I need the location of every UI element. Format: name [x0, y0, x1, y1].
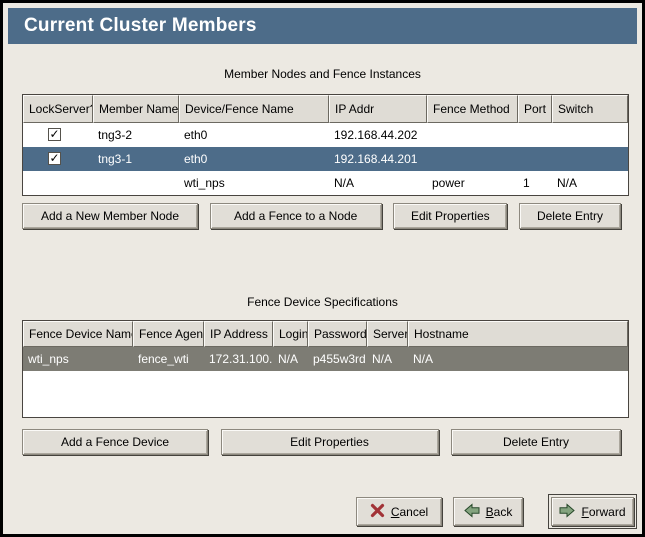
forward-button-label: Forward	[581, 504, 626, 519]
fence-hostname-cell: N/A	[413, 352, 434, 366]
fence-device-name-cell: wti_nps	[28, 352, 69, 366]
back-button-label: Back	[485, 504, 513, 519]
column-header-fence-method[interactable]: Fence Method	[427, 95, 518, 123]
member-nodes-table: LockServer? Member Name Device/Fence Nam…	[22, 94, 629, 196]
fence-password-cell: p455w3rd	[313, 352, 366, 366]
fence-ip-address-cell: 172.31.100.1	[209, 352, 273, 366]
column-header-lockserver[interactable]: LockServer?	[23, 95, 93, 123]
lockserver-cell	[23, 171, 93, 195]
column-header-fence-device-name[interactable]: Fence Device Name	[23, 321, 133, 347]
member-edit-properties-button[interactable]: Edit Properties	[393, 203, 508, 229]
forward-default-ring: Forward	[548, 494, 637, 529]
member-name-cell: tng3-2	[98, 128, 133, 142]
page-title: Current Cluster Members	[8, 8, 637, 44]
fence-table-caption: Fence Device Specifications	[247, 295, 398, 309]
member-table-header-row: LockServer? Member Name Device/Fence Nam…	[23, 95, 628, 123]
fence-table-empty-area	[23, 371, 628, 417]
column-header-login[interactable]: Login	[273, 321, 308, 347]
member-table-row-tng3-1-selected[interactable]: ✓ tng3-1 eth0 192.168.44.201	[23, 147, 628, 171]
column-header-password[interactable]: Password	[308, 321, 367, 347]
device-fence-name-cell: eth0	[184, 128, 208, 142]
column-header-member-name[interactable]: Member Name	[93, 95, 179, 123]
back-arrow-icon	[463, 502, 480, 521]
add-fence-to-node-button[interactable]: Add a Fence to a Node	[209, 203, 382, 229]
switch-cell	[552, 123, 628, 147]
fence-agent-cell: fence_wti	[138, 352, 189, 366]
device-fence-name-cell: wti_nps	[184, 176, 225, 190]
fence-table-header-row: Fence Device Name Fence Agent IP Address…	[23, 321, 628, 347]
port-cell	[518, 123, 552, 147]
lockserver-checkbox[interactable]: ✓	[48, 151, 61, 165]
member-table-row-tng3-2[interactable]: ✓ tng3-2 eth0 192.168.44.202	[23, 123, 628, 147]
back-button[interactable]: Back	[453, 497, 523, 526]
port-cell: 1	[523, 176, 530, 190]
member-delete-entry-button[interactable]: Delete Entry	[518, 203, 621, 229]
column-header-fence-agent[interactable]: Fence Agent	[133, 321, 204, 347]
fence-method-cell	[427, 123, 518, 147]
fence-delete-entry-button[interactable]: Delete Entry	[451, 429, 621, 455]
column-header-port[interactable]: Port	[518, 95, 552, 123]
ip-addr-cell: N/A	[334, 176, 355, 190]
forward-button[interactable]: Forward	[551, 497, 634, 526]
fence-method-cell	[427, 147, 518, 171]
column-header-switch[interactable]: Switch	[552, 95, 628, 123]
port-cell	[518, 147, 552, 171]
column-header-server[interactable]: Server	[367, 321, 408, 347]
switch-cell: N/A	[557, 176, 578, 190]
member-table-row-wti-nps-fence[interactable]: wti_nps N/A power 1 N/A	[23, 171, 628, 195]
lockserver-cell: ✓	[23, 123, 93, 147]
cancel-x-icon	[370, 503, 385, 521]
column-header-ip-address[interactable]: IP Address	[204, 321, 273, 347]
forward-arrow-icon	[559, 502, 576, 521]
switch-cell	[552, 147, 628, 171]
fence-table-button-row: Add a Fence Device Edit Properties Delet…	[22, 429, 621, 455]
fence-edit-properties-button[interactable]: Edit Properties	[220, 429, 439, 455]
add-member-node-button[interactable]: Add a New Member Node	[22, 203, 198, 229]
fence-server-cell: N/A	[372, 352, 393, 366]
lockserver-checkbox[interactable]: ✓	[48, 127, 61, 141]
fence-devices-table: Fence Device Name Fence Agent IP Address…	[22, 320, 629, 418]
fence-method-cell: power	[432, 176, 465, 190]
member-table-button-row: Add a New Member Node Add a Fence to a N…	[22, 203, 621, 229]
member-name-cell	[93, 171, 179, 195]
cancel-button[interactable]: Cancel	[356, 497, 442, 526]
cancel-button-label: Cancel	[390, 504, 429, 519]
lockserver-cell: ✓	[23, 147, 93, 171]
device-fence-name-cell: eth0	[184, 152, 208, 166]
member-name-cell: tng3-1	[98, 152, 133, 166]
add-fence-device-button[interactable]: Add a Fence Device	[22, 429, 208, 455]
column-header-device-fence-name[interactable]: Device/Fence Name	[179, 95, 329, 123]
fence-table-row-wti-nps-selected[interactable]: wti_nps fence_wti 172.31.100.1 N/A p455w…	[23, 347, 628, 371]
fence-login-cell: N/A	[278, 352, 299, 366]
member-table-caption: Member Nodes and Fence Instances	[224, 67, 421, 81]
column-header-hostname[interactable]: Hostname	[408, 321, 628, 347]
column-header-ip-addr[interactable]: IP Addr	[329, 95, 427, 123]
ip-addr-cell: 192.168.44.202	[334, 128, 418, 142]
ip-addr-cell: 192.168.44.201	[334, 152, 418, 166]
